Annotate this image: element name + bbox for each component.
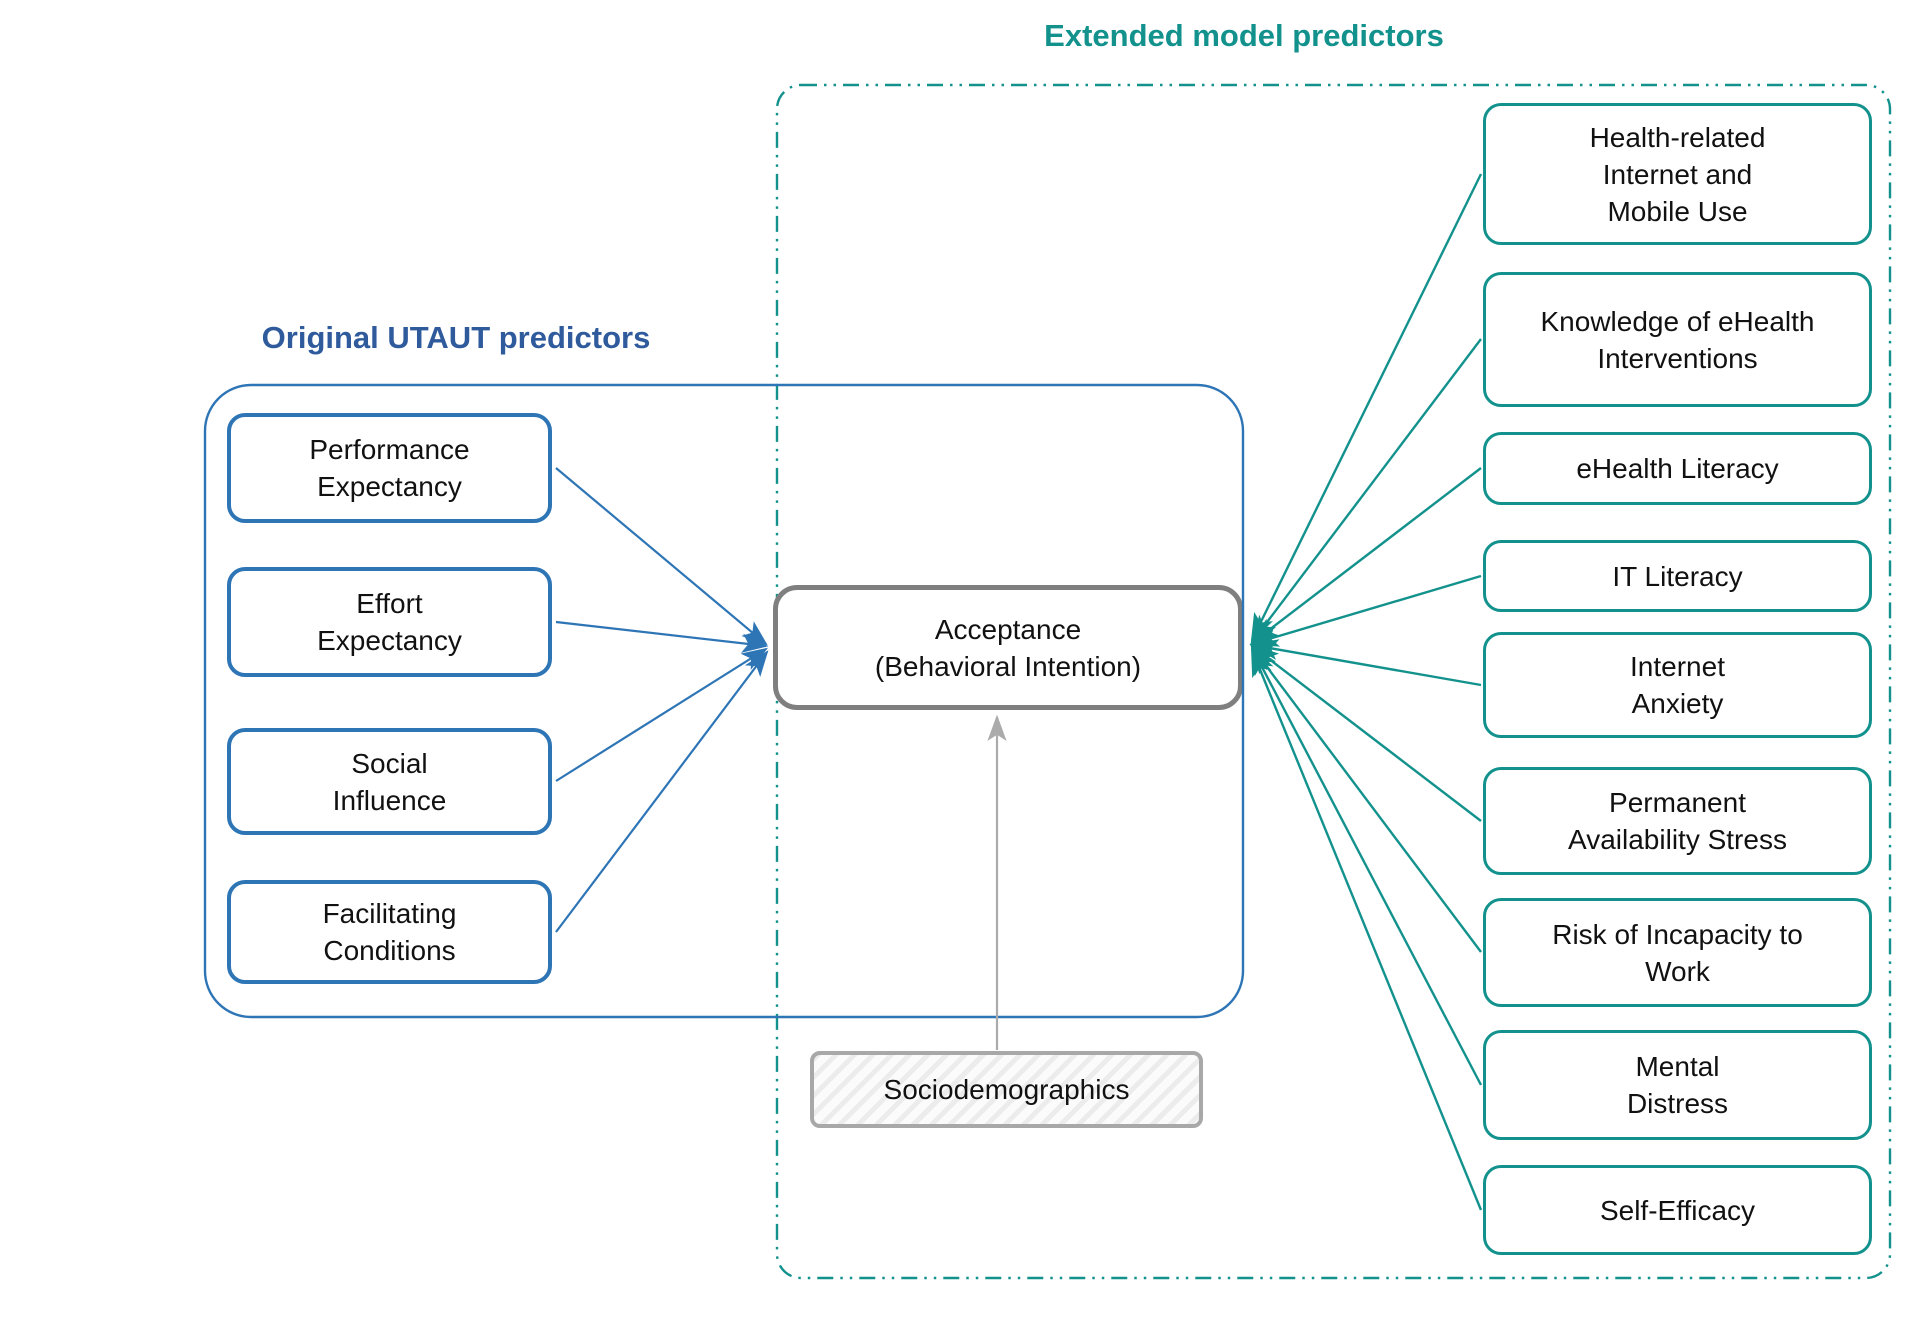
predictor-label: IT Literacy <box>1612 560 1743 592</box>
predictor-label: Social Influence <box>332 747 447 816</box>
predictor-label: Internet Anxiety <box>1630 651 1725 719</box>
predictor-box-social-influence: Social Influence <box>227 728 552 835</box>
outcome-label: Acceptance (Behavioral Intention) <box>874 613 1142 682</box>
predictor-label: Permanent Availability Stress <box>1568 787 1787 855</box>
predictor-box-mental-distress: Mental Distress <box>1483 1030 1872 1140</box>
predictor-label: Self-Efficacy <box>1599 1194 1756 1226</box>
extended-predictors-title: Extended model predictors <box>1044 18 1444 53</box>
predictor-label: eHealth Literacy <box>1576 453 1779 484</box>
predictor-label: Mental Distress <box>1626 1051 1729 1119</box>
predictor-box-internet-anxiety: Internet Anxiety <box>1483 632 1872 738</box>
predictor-label: Effort Expectancy <box>317 588 462 656</box>
original-predictors-title: Original UTAUT predictors <box>261 320 651 355</box>
predictor-box-risk-of-incapacity-to-work: Risk of Incapacity to Work <box>1483 898 1872 1007</box>
predictor-box-ehealth-literacy: eHealth Literacy <box>1483 432 1872 505</box>
predictor-box-effort-expectancy: Effort Expectancy <box>227 567 552 677</box>
predictor-box-knowledge-of-ehealth-interventions: Knowledge of eHealth Interventions <box>1483 272 1872 407</box>
predictor-box-permanent-availability-stress: Permanent Availability Stress <box>1483 767 1872 875</box>
moderator-box-sociodemographics: Sociodemographics <box>810 1051 1203 1128</box>
predictor-label: Risk of Incapacity to Work <box>1552 918 1803 987</box>
moderator-label: Sociodemographics <box>883 1074 1130 1105</box>
outcome-box-acceptance: Acceptance (Behavioral Intention) <box>773 585 1243 710</box>
predictor-box-facilitating-conditions: Facilitating Conditions <box>227 880 552 984</box>
predictor-label: Performance Expectancy <box>309 434 470 502</box>
original-predictor-arrows <box>555 467 769 933</box>
predictor-box-self-efficacy: Self-Efficacy <box>1483 1165 1872 1255</box>
predictor-box-performance-expectancy: Performance Expectancy <box>227 413 552 523</box>
predictor-box-it-literacy: IT Literacy <box>1483 540 1872 612</box>
predictor-box-health-related-internet-mobile-use: Health-related Internet and Mobile Use <box>1483 103 1872 245</box>
predictor-label: Knowledge of eHealth Interventions <box>1540 305 1815 374</box>
predictor-label: Facilitating Conditions <box>322 898 457 966</box>
extended-predictor-arrows <box>1249 173 1483 1211</box>
predictor-label: Health-related Internet and Mobile Use <box>1589 121 1766 227</box>
